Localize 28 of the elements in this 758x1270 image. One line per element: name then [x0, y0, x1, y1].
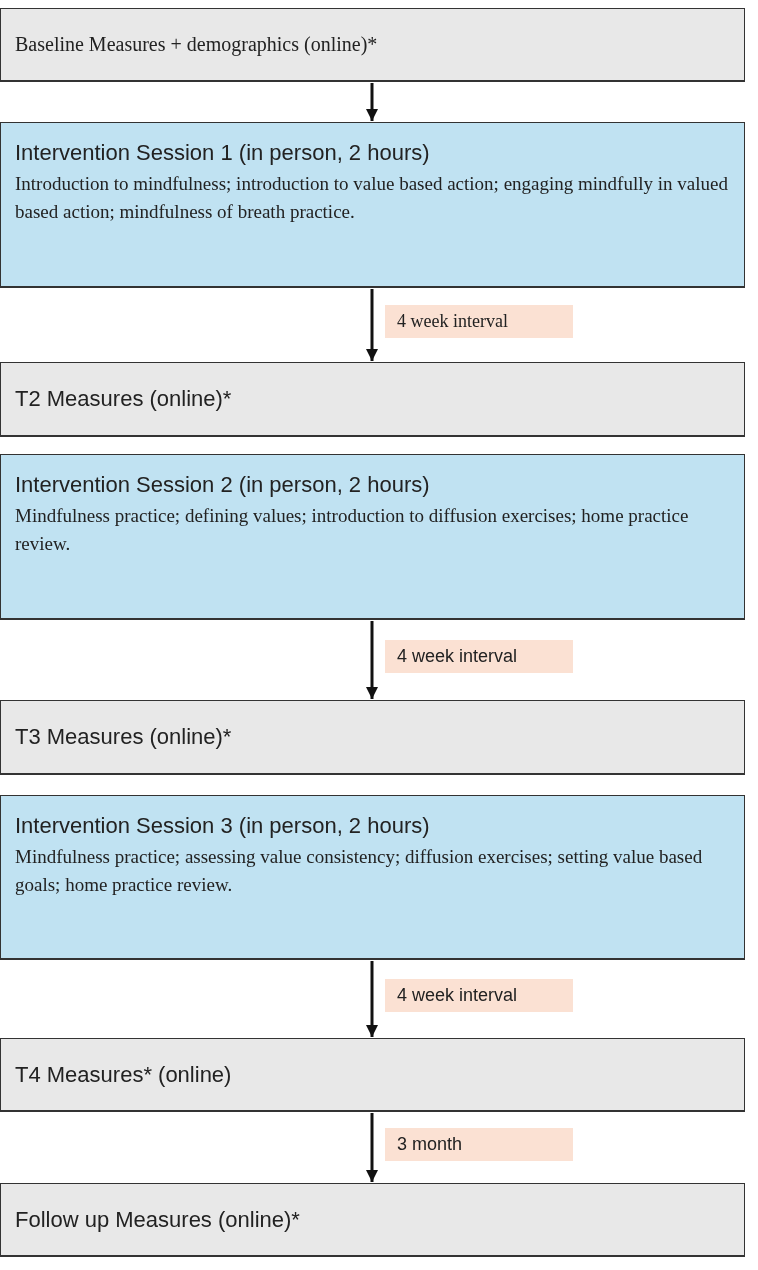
session-box	[0, 122, 745, 288]
interval-label: 3 month	[385, 1127, 573, 1161]
measure-box	[0, 1038, 745, 1112]
interval-label: 4 week interval	[385, 979, 573, 1012]
interval-label: 4 week interval	[385, 305, 573, 338]
box-heading: T2 Measures (online)*	[15, 385, 233, 413]
box-description: Mindfulness practice; defining values; introduction to diffusion exercises; home practice review.	[15, 503, 690, 557]
arrow	[366, 289, 378, 361]
box-heading: Baseline Measures + demographics (online)*	[15, 32, 379, 57]
box-heading: Intervention Session 3 (in person, 2 hours)	[15, 812, 431, 840]
interval-label: 4 week interval	[385, 640, 573, 673]
box-heading: T4 Measures* (online)	[15, 1061, 233, 1089]
arrow	[366, 621, 378, 699]
arrow	[366, 1113, 378, 1182]
session-box	[0, 454, 745, 620]
box-description: Mindfulness practice; assessing value consistency; diffusion exercises; setting value based goals; home practice review.	[15, 844, 704, 898]
measure-box	[0, 8, 745, 82]
box-description: Introduction to mindfulness; introduction to value based action; engaging mindfully in valued based action; mindfulness of breath practice.	[15, 171, 729, 225]
box-heading: T3 Measures (online)*	[15, 723, 233, 751]
measure-box	[0, 700, 745, 775]
box-heading: Follow up Measures (online)*	[15, 1206, 301, 1234]
measure-box	[0, 1183, 745, 1257]
session-box	[0, 795, 745, 960]
box-heading: Intervention Session 1 (in person, 2 hours)	[15, 139, 431, 167]
box-heading: Intervention Session 2 (in person, 2 hours)	[15, 471, 431, 499]
measure-box	[0, 362, 745, 437]
arrow	[366, 961, 378, 1037]
arrow	[366, 83, 378, 121]
